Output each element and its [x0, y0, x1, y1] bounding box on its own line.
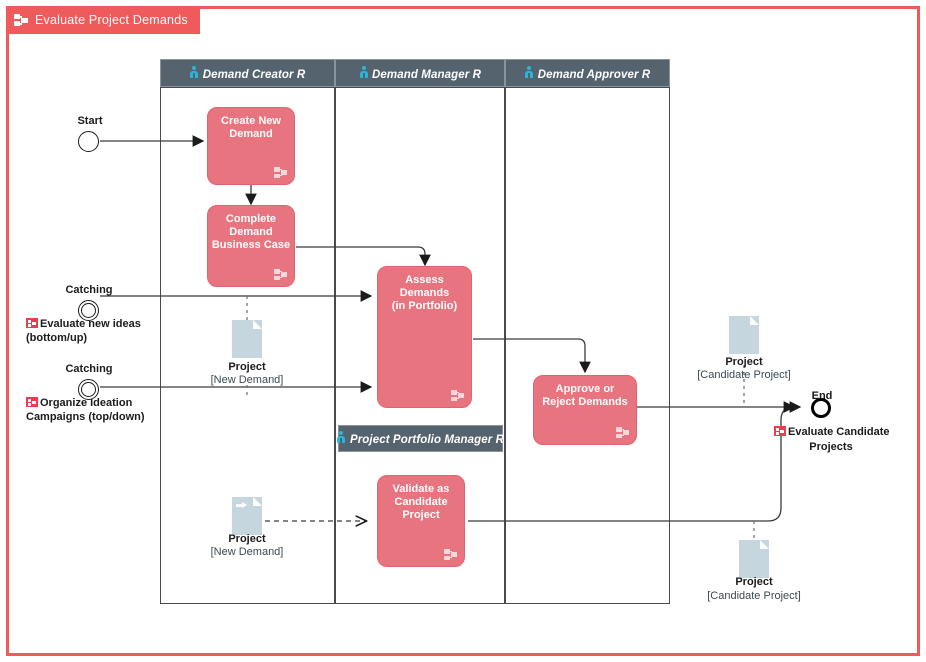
lane-header-content: Demand Manager R [359, 65, 481, 81]
task-label: Validate as Candidate Project [392, 483, 450, 521]
task-label: Approve or Reject Demands [542, 383, 628, 408]
catching-event-1-annotation: Evaluate new ideas [26, 318, 141, 331]
page-fold-triangle-icon [750, 316, 759, 325]
data-object-state: [Candidate Project] [697, 369, 791, 381]
data-object-name: Project [228, 533, 266, 545]
page-fold-triangle-icon [253, 320, 262, 329]
data-object-name: Project [228, 361, 266, 373]
catching-event-2[interactable] [78, 379, 99, 400]
catching-event-1-label: Catching [65, 284, 113, 296]
lane-header-content: Demand Creator R [190, 65, 306, 81]
link-icon [26, 397, 38, 407]
subprocess-icon [274, 269, 287, 280]
diagram-title-tab[interactable]: Evaluate Project Demands [6, 6, 200, 34]
end-event-annotation-line2: Projects [809, 441, 853, 453]
start-event-label: Start [77, 115, 103, 127]
diagram-frame [6, 6, 920, 656]
person-icon [525, 65, 534, 78]
lane-header-demand-approver[interactable]: Demand Approver R [505, 59, 670, 87]
catching-event-2-annotation: Organize Ideation [26, 397, 132, 410]
subprocess-icon [274, 167, 287, 178]
lane-header-project-portfolio-manager[interactable]: Project Portfolio Manager R [337, 425, 504, 452]
link-icon [774, 426, 786, 436]
lane-label-demand-manager: Demand Manager R [372, 68, 481, 81]
lane-body-demand-approver [505, 87, 670, 604]
lane-header-content: Demand Approver R [525, 65, 651, 81]
end-event-annotation: Evaluate Candidate [774, 426, 889, 439]
task-assess-demands[interactable]: Assess Demands(in Portfolio) [377, 266, 472, 408]
person-icon [190, 65, 199, 78]
data-object-state: [Candidate Project] [707, 590, 801, 602]
task-create-new-demand[interactable]: Create New Demand [207, 107, 295, 185]
page-fold-triangle-icon [760, 540, 769, 549]
catching-event-1-annotation-line2: (bottom/up) [26, 332, 88, 344]
task-label: Complete Demand Business Case [211, 213, 291, 251]
subprocess-icon [444, 549, 457, 560]
data-object-name: Project [725, 356, 763, 368]
data-object-name: Project [735, 576, 773, 588]
task-label: Create New Demand [221, 115, 281, 140]
subprocess-icon [616, 427, 629, 438]
lane-header-demand-creator[interactable]: Demand Creator R [160, 59, 335, 87]
page-fold-triangle-icon [253, 497, 262, 506]
data-object-state: [New Demand] [210, 546, 284, 558]
lane-label-demand-approver: Demand Approver R [537, 68, 651, 81]
catching-event-2-label: Catching [65, 363, 113, 375]
person-icon [359, 65, 368, 78]
lane-label-demand-creator: Demand Creator R [202, 68, 306, 81]
data-object-state: [New Demand] [210, 374, 284, 386]
task-validate-as-candidate-project[interactable]: Validate as Candidate Project [377, 475, 465, 567]
task-complete-demand-business-case[interactable]: Complete Demand Business Case [207, 205, 295, 287]
task-approve-or-reject-demands[interactable]: Approve or Reject Demands [533, 375, 637, 445]
data-object-candidate-project-bottom[interactable] [739, 540, 769, 578]
subprocess-icon [451, 390, 464, 401]
catching-event-2-annotation-line2: Campaigns (top/down) [26, 411, 145, 423]
diagram-title: Evaluate Project Demands [35, 13, 188, 27]
end-event[interactable] [811, 398, 831, 418]
data-object-new-demand-top[interactable] [232, 320, 262, 358]
lane-header-demand-manager[interactable]: Demand Manager R [335, 59, 505, 87]
start-event[interactable] [78, 131, 99, 152]
data-object-candidate-project-top[interactable] [729, 316, 759, 354]
data-object-new-demand-bottom[interactable] [232, 497, 262, 535]
link-icon [26, 318, 38, 328]
person-icon [337, 431, 346, 443]
catching-event-1[interactable] [78, 300, 99, 321]
data-input-arrow-icon [236, 502, 247, 509]
lane-label-project-portfolio-manager: Project Portfolio Manager R [349, 434, 505, 446]
task-label: Assess Demands(in Portfolio) [391, 274, 458, 312]
subprocess-icon [14, 14, 28, 26]
lane-header-content: Project Portfolio Manager R [337, 431, 504, 446]
